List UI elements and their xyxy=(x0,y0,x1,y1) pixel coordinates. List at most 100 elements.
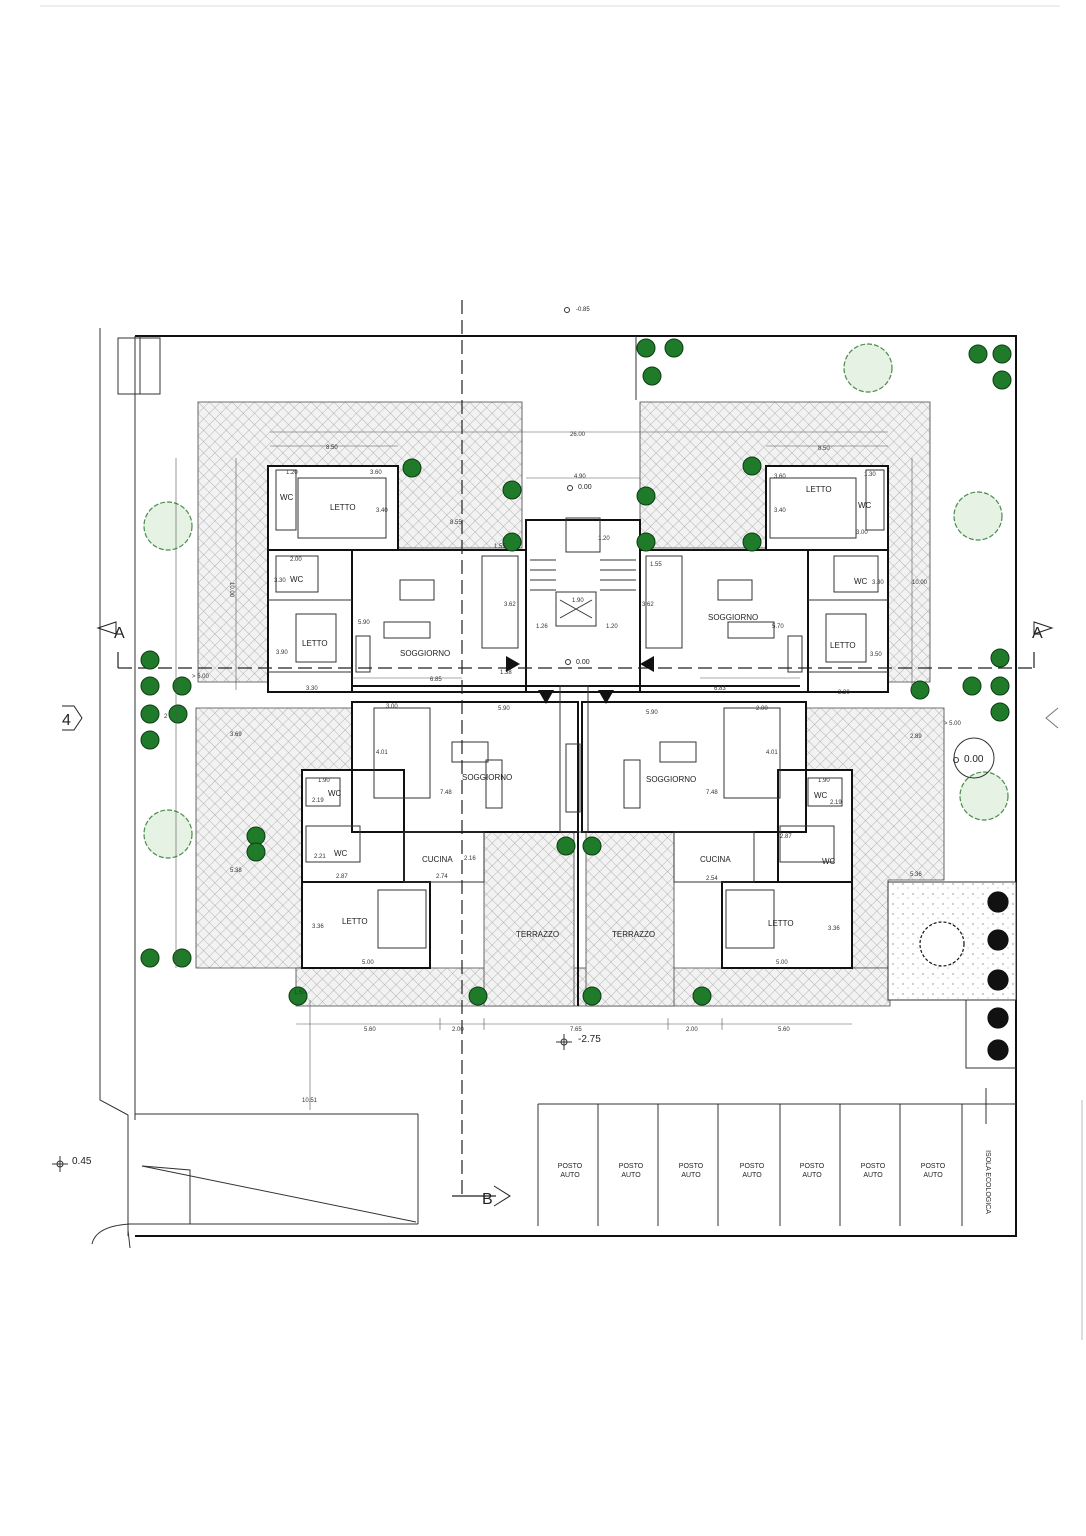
tree-icon xyxy=(664,338,684,358)
tree-icon xyxy=(987,1039,1009,1061)
room-cucina-r: CUCINA xyxy=(700,855,731,864)
room-soggiorno-br: SOGGIORNO xyxy=(646,775,696,784)
dim-2-19-r: 2.19 xyxy=(830,800,842,806)
dimension-values: 26.00 8.50 8.50 4.90 10.00 10.00 3.60 3.… xyxy=(164,432,962,1104)
room-letto-br: LETTO xyxy=(768,919,794,928)
tree-icon xyxy=(953,491,1003,541)
dim-1-55-r: 1.55 xyxy=(650,562,662,568)
tree-icon xyxy=(172,676,192,696)
tree-icon xyxy=(402,458,422,478)
dim-8-55: 8.55 xyxy=(450,520,462,526)
dim-2-87-l: 2.87 xyxy=(336,874,348,880)
dim-3-90-l: 3.90 xyxy=(276,650,288,656)
dim-1-55-l: 1.55 xyxy=(494,544,506,550)
dim-1-50: 1.50 xyxy=(294,990,306,996)
tree-icon xyxy=(288,986,308,1006)
dim-3-36-r: 3.36 xyxy=(828,926,840,932)
tree-icon xyxy=(140,650,160,670)
tree-icon xyxy=(987,929,1009,951)
tree-icon xyxy=(168,704,188,724)
dim-5-70-r: 5.70 xyxy=(772,624,784,630)
trees-light xyxy=(143,343,1009,859)
tree-icon xyxy=(502,480,522,500)
section-a-right: A xyxy=(1032,625,1043,642)
dim-3-36-l: 3.36 xyxy=(312,924,324,930)
room-wc-tr: WC xyxy=(858,501,872,510)
dim-3-40-l: 3.40 xyxy=(376,508,388,514)
dim-2-00-b1: 2.00 xyxy=(452,1027,464,1033)
tree-icon xyxy=(502,532,522,552)
tree-icon xyxy=(990,702,1010,722)
dim-1-90: 1.90 xyxy=(572,598,584,604)
room-wc-bl: WC xyxy=(328,789,342,798)
dim-1-20-c: 1.20 xyxy=(598,536,610,542)
room-wc-tl2: WC xyxy=(290,575,304,584)
tree-icon xyxy=(919,921,965,967)
tree-icon xyxy=(962,676,982,696)
site-boundary xyxy=(91,328,1017,1249)
dimension-lines xyxy=(175,431,913,1110)
tree-icon xyxy=(246,826,266,846)
dim-6-85: 6.85 xyxy=(430,677,442,683)
trees-dark xyxy=(140,338,1012,1006)
dim-3-30-bl: 3.30 xyxy=(306,686,318,692)
dim-3-60-r: 3.60 xyxy=(774,474,786,480)
isola-ecologica-label: ISOLA ECOLOGICA xyxy=(984,1150,991,1214)
dim-1-90-l: 1.90 xyxy=(318,778,330,784)
dim-5-60-r: 5.60 xyxy=(778,1027,790,1033)
room-letto-tl: LETTO xyxy=(330,503,356,512)
tree-icon xyxy=(246,842,266,862)
room-letto-mr: LETTO xyxy=(830,641,856,650)
tree-icon xyxy=(582,986,602,1006)
tree-icon xyxy=(636,532,656,552)
dim-5-90-bl: 5.90 xyxy=(498,706,510,712)
tree-icon xyxy=(636,486,656,506)
dim-7-48-r: 7.48 xyxy=(706,790,718,796)
tree-icon xyxy=(140,948,160,968)
dim-3-62-l: 3.62 xyxy=(504,602,516,608)
dim-5-00-bl: 5.00 xyxy=(362,960,374,966)
level-right-circle: 0.00 xyxy=(964,754,984,765)
room-terrazzo-l: TERRAZZO xyxy=(516,930,559,939)
tree-icon xyxy=(140,676,160,696)
dim-6-83: 6.83 xyxy=(714,686,726,692)
dim-1-30-r: 1.30 xyxy=(864,472,876,478)
tree-icon xyxy=(143,501,193,551)
dim-2-00-b2: 2.00 xyxy=(686,1027,698,1033)
dim-5-38: 5.38 xyxy=(230,868,242,874)
level-markers xyxy=(52,307,995,1172)
dim-4-01-r: 4.01 xyxy=(766,750,778,756)
dim-5-60-l: 5.60 xyxy=(364,1027,376,1033)
room-letto-ml: LETTO xyxy=(302,639,328,648)
tree-icon xyxy=(987,969,1009,991)
room-terrazzo-r: TERRAZZO xyxy=(612,930,655,939)
paving-areas xyxy=(195,401,1017,1069)
tree-icon xyxy=(636,338,656,358)
dim-26-00: 26.00 xyxy=(570,432,586,438)
dim-5-90-l: 5.90 xyxy=(358,620,370,626)
tree-icon xyxy=(140,704,160,724)
dim-3-00-bl: 3.00 xyxy=(386,704,398,710)
level-bottom: -2.75 xyxy=(578,1034,601,1045)
section-a-left: A xyxy=(114,625,125,642)
dim-3-00-r: 3.00 xyxy=(856,530,868,536)
dim-5-90-br: 5.90 xyxy=(646,710,658,716)
tree-icon xyxy=(987,1007,1009,1029)
tree-icon xyxy=(990,648,1010,668)
dim-2-89: 2.89 xyxy=(910,734,922,740)
room-letto-bl: LETTO xyxy=(342,917,368,926)
dim-8-50-l: 8.50 xyxy=(326,445,338,451)
room-wc-br: WC xyxy=(814,791,828,800)
tree-icon xyxy=(910,680,930,700)
dim-1-20-c2: 1.20 xyxy=(606,624,618,630)
room-labels: LETTO LETTO LETTO LETTO LETTO LETTO WC W… xyxy=(280,485,872,939)
room-soggiorno-tl: SOGGIORNO xyxy=(400,649,450,658)
tree-icon xyxy=(990,676,1010,696)
dim-4-01-l: 4.01 xyxy=(376,750,388,756)
